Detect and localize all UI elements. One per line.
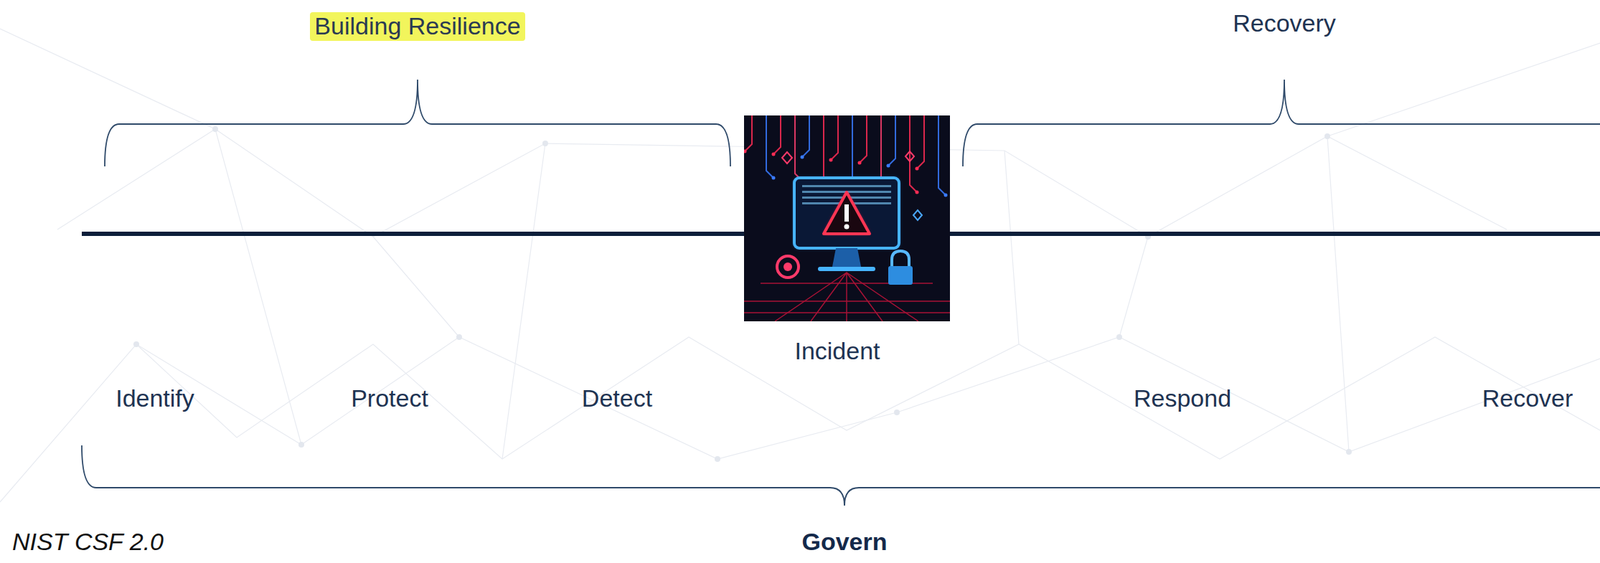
background-dots: [133, 126, 1352, 463]
framework-caption: NIST CSF 2.0: [12, 528, 164, 557]
function-label: Detect: [581, 384, 653, 413]
function-label: Respond: [1133, 384, 1232, 413]
incident-label: Incident: [794, 337, 880, 366]
phase-heading: Recovery: [1232, 9, 1336, 38]
resilience-brace: [104, 79, 731, 167]
incident-illustration: [744, 115, 950, 322]
govern-label: Govern: [801, 528, 887, 557]
background-network: [0, 28, 1600, 503]
recovery-brace: [962, 79, 1600, 167]
phase-heading: Building Resilience: [309, 12, 525, 41]
function-label: Recover: [1482, 384, 1574, 413]
govern-brace: [81, 445, 1600, 506]
function-label: Identify: [115, 384, 195, 413]
function-label: Protect: [350, 384, 429, 413]
